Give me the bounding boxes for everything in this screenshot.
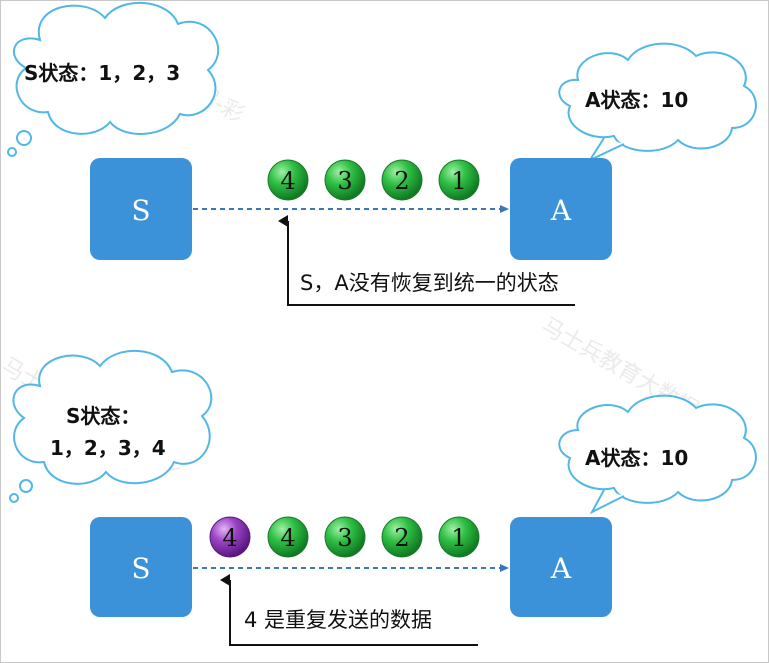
- node-a-label: A: [550, 194, 572, 227]
- s-state-cloud: S状态： 1，2，3，4: [9, 349, 213, 503]
- node-s: [90, 517, 192, 617]
- packet-number: 3: [337, 167, 352, 195]
- s-state-label: S状态：: [66, 404, 140, 428]
- packet-number: 4: [280, 167, 295, 195]
- node-a: [510, 517, 612, 617]
- annotation-arrow: [220, 574, 478, 646]
- a-state-cloud: A状态：10: [558, 394, 757, 515]
- packet: 3: [324, 516, 366, 558]
- s-state-values: 1，2，3，4: [50, 436, 166, 460]
- s-state-cloud: S状态：1，2，3: [7, 1, 220, 157]
- annotation-text: S，A没有恢复到统一的状态: [300, 271, 559, 295]
- node-s: [90, 158, 192, 260]
- packet-number: 2: [394, 524, 409, 552]
- packet-number: 4: [222, 524, 237, 552]
- packet: 2: [381, 159, 423, 201]
- a-state-label: A状态：10: [585, 446, 688, 470]
- packet-number: 1: [451, 524, 466, 552]
- packet-number: 2: [394, 167, 409, 195]
- node-a: [510, 158, 612, 260]
- packet-number: 4: [280, 524, 295, 552]
- packet: 1: [438, 516, 480, 558]
- annotation-arrow: [278, 215, 575, 306]
- packet: 4: [267, 159, 309, 201]
- packet-number: 1: [451, 167, 466, 195]
- a-state-label: A状态：10: [585, 88, 688, 112]
- top-scene: S状态：1，2，3 A状态：10 S A 4 3 2 1: [7, 1, 757, 306]
- packet: 4: [267, 516, 309, 558]
- bottom-scene: S状态： 1，2，3，4 A状态：10 S A 4 4 3: [9, 349, 757, 646]
- packet-number: 3: [337, 524, 352, 552]
- annotation-text: 4 是重复发送的数据: [244, 608, 432, 632]
- packet: 2: [381, 516, 423, 558]
- a-state-cloud: A状态：10: [558, 42, 757, 163]
- node-a-label: A: [550, 552, 572, 585]
- packet: 1: [438, 159, 480, 201]
- packet: 3: [324, 159, 366, 201]
- duplicate-packet: 4: [209, 516, 251, 558]
- s-state-label: S状态：1，2，3: [24, 61, 180, 85]
- node-s-label: S: [131, 194, 150, 227]
- node-s-label: S: [131, 552, 150, 585]
